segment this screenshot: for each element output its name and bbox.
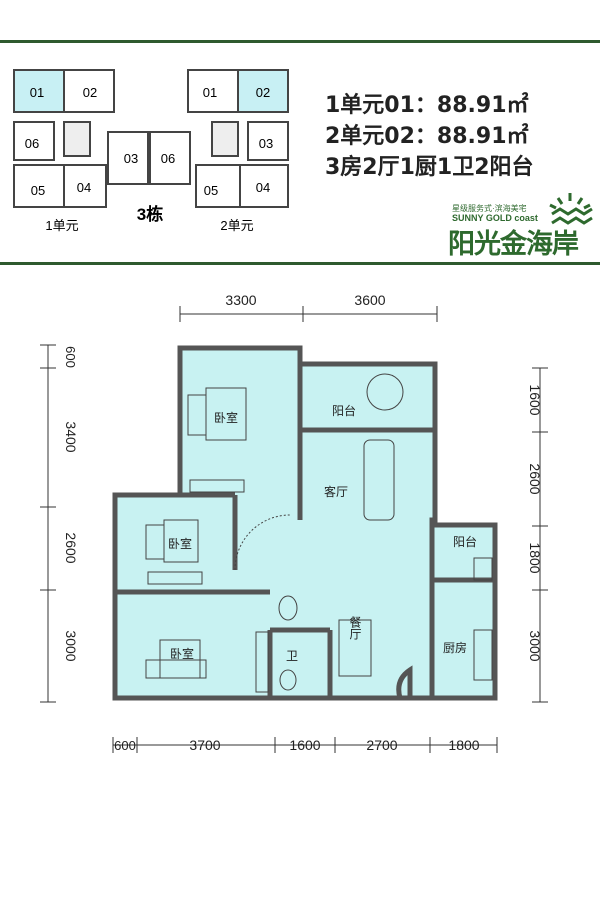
- room-label-balcony1: 阳台: [332, 403, 356, 418]
- top-rule: [0, 40, 600, 43]
- unit1-label: 1单元: [45, 218, 78, 233]
- room-label-balcony2: 阳台: [453, 534, 477, 549]
- key-apt: 04: [256, 180, 270, 195]
- unit2-area: 2单元02：88.91㎡: [325, 124, 529, 149]
- building-label: 3栋: [137, 204, 163, 224]
- dim-bottom: 3700: [189, 737, 220, 753]
- dim-left: 2600: [63, 532, 79, 563]
- room-label-bedroom3: 卧室: [170, 646, 194, 661]
- key-apt: 02: [256, 85, 270, 100]
- key-apt: 06: [25, 136, 39, 151]
- dim-right: 3000: [527, 630, 543, 661]
- logo-name: 阳光金海岸: [448, 229, 579, 260]
- sun-wave-logo-icon: [549, 193, 593, 225]
- dim-right: 1600: [527, 384, 543, 415]
- key-apt: 03: [124, 151, 138, 166]
- key-plan: 01 02 06 03 05 04 01 02 06 03 05 04 3栋 1…: [13, 69, 289, 233]
- room-label-bath: 卫: [286, 649, 298, 663]
- key-apt: 03: [259, 136, 273, 151]
- logo-tagline: 星级服务式·滨海美宅: [452, 204, 527, 213]
- dim-bottom: 1800: [448, 737, 479, 753]
- key-apt: 05: [204, 183, 218, 198]
- room-label-bedroom2: 卧室: [168, 536, 192, 551]
- key-apt: 01: [203, 85, 217, 100]
- dim-bottom: 600: [114, 738, 136, 753]
- room-label-dining: 餐厅: [348, 615, 362, 640]
- layout-summary: 3房2厅1厨1卫2阳台: [325, 155, 534, 180]
- logo-english: SUNNY GOLD coast: [452, 213, 538, 223]
- dim-right: 1800: [527, 542, 543, 573]
- header-bottom-rule: [0, 262, 600, 265]
- dim-top: 3600: [354, 292, 385, 308]
- room-label-bedroom1: 卧室: [214, 410, 238, 425]
- key-apt: 04: [77, 180, 91, 195]
- key-apt: 05: [31, 183, 45, 198]
- room-label-living: 客厅: [324, 484, 348, 499]
- key-apt: 02: [83, 85, 97, 100]
- key-apt: 01: [30, 85, 44, 100]
- dim-left: 3400: [63, 421, 79, 452]
- dim-top: 3300: [225, 292, 256, 308]
- unit1-area: 1单元01：88.91㎡: [325, 93, 529, 118]
- floor-plan: 3300 3600 600 3700 1600 2700 1800 600 34…: [40, 292, 548, 753]
- unit2-label: 2单元: [220, 218, 253, 233]
- dim-right: 2600: [527, 463, 543, 494]
- key-apt: 06: [161, 151, 175, 166]
- room-label-kitchen: 厨房: [443, 640, 467, 655]
- dim-left: 600: [63, 346, 78, 368]
- dim-bottom: 2700: [366, 737, 397, 753]
- dim-left: 3000: [63, 630, 79, 661]
- dim-bottom: 1600: [289, 737, 320, 753]
